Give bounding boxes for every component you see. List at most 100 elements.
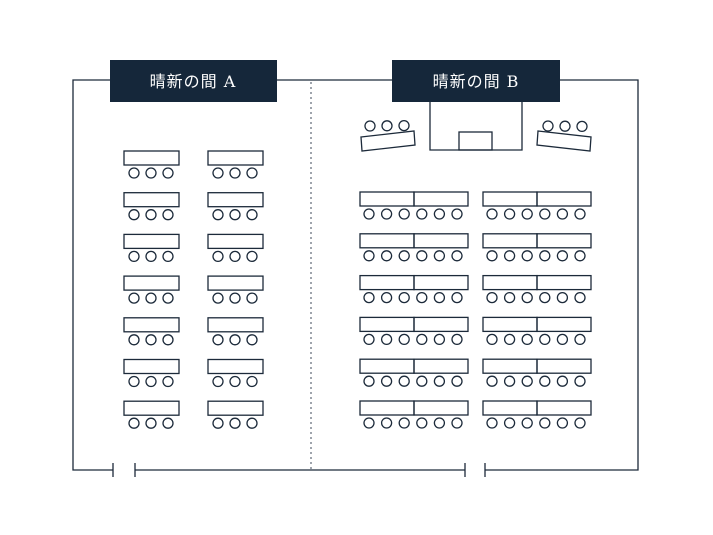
table [207,233,264,250]
chair [539,417,551,429]
chair [212,375,224,388]
chair [212,167,224,179]
chair [229,417,241,429]
chair [451,417,463,429]
chair [398,119,410,132]
chair [451,375,463,387]
chair [521,291,533,304]
chair [486,291,498,304]
table-set [123,233,180,263]
chair [381,120,393,132]
chair [486,375,498,387]
chair [503,417,516,429]
chair [486,250,498,262]
chair [451,208,463,220]
table [536,130,592,152]
chair [162,334,174,346]
chair [229,375,241,388]
chair [556,333,569,346]
table-block [359,233,469,262]
chair [556,417,569,429]
chair [229,292,241,304]
table [359,316,415,333]
chair [229,250,241,263]
table [123,358,180,375]
chair [539,208,551,220]
table [536,274,592,291]
lectern [458,131,493,151]
chair [539,333,551,346]
chair [503,291,516,304]
chair [416,291,428,304]
chair [212,250,224,263]
chair [246,292,258,304]
table [207,400,264,416]
table [482,274,538,291]
table [359,233,415,249]
table-set [207,233,264,263]
chair [145,292,157,304]
chair [128,209,140,221]
table [123,192,180,208]
table-set [123,400,180,429]
walls [72,79,639,477]
table [123,317,180,333]
chair [451,333,463,346]
chair [246,334,258,346]
table-set [207,192,264,221]
chair [556,208,569,220]
table [207,150,264,166]
chair [246,167,258,179]
chair [246,209,258,221]
chair [363,417,375,429]
chair [246,375,258,388]
chair [398,208,410,220]
table-block [359,274,469,304]
chair [433,208,446,220]
chair [128,417,140,429]
chair [503,333,516,346]
table [536,358,592,374]
table [413,233,469,249]
table-block [359,400,469,429]
table [482,316,538,333]
chair [416,208,428,220]
chair [380,375,393,387]
chair [364,120,376,132]
chair [416,250,428,262]
chair [229,167,241,179]
chair [416,375,428,387]
table [536,191,592,207]
room-a-label-background [110,60,277,102]
table [359,358,415,374]
chair [128,167,140,179]
chair [433,250,446,262]
table [413,191,469,207]
chair [145,209,157,221]
chair [486,417,498,429]
chair [398,417,410,429]
table [536,316,592,333]
chair [416,333,428,346]
chair [145,334,157,346]
chair [416,417,428,429]
table [482,191,538,207]
table [413,400,469,416]
chair [521,375,533,387]
room-a-label: 晴新の間 A [110,60,277,102]
stage-outline [429,102,523,151]
chair [398,291,410,304]
table-set [123,317,180,346]
chair [539,375,551,387]
table [360,130,416,152]
chair [128,250,140,263]
table-block [482,316,592,346]
chair [162,292,174,304]
table-block [482,191,592,220]
table [413,316,469,333]
chair [521,208,533,220]
table [536,400,592,416]
chair [559,120,571,132]
chair [574,417,586,429]
